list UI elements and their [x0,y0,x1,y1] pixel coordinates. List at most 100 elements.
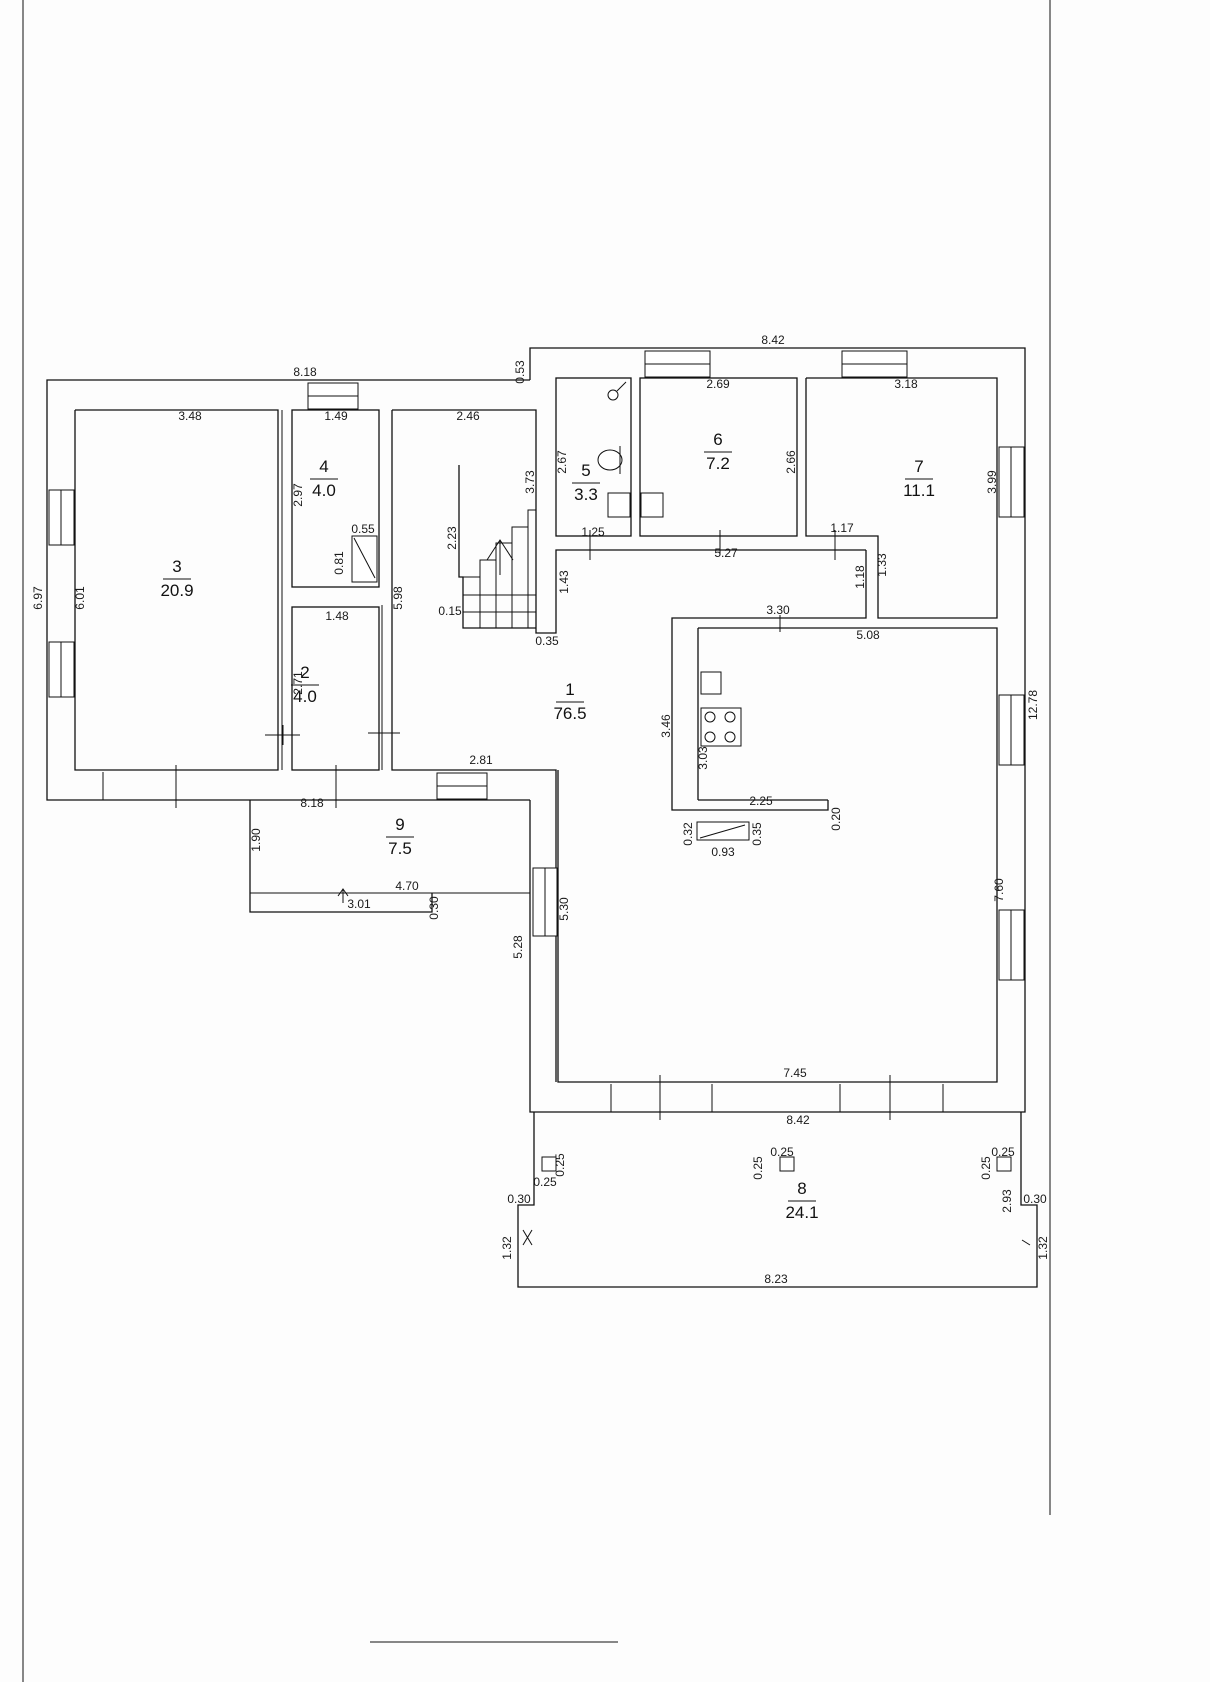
dimension-label: 2.46 [456,409,480,423]
dimension-label: 6.01 [73,586,87,610]
dimension-label: 8.18 [293,365,317,379]
dimension-label: 0.30 [1023,1192,1047,1206]
dimension-label: 0.30 [427,896,441,920]
room-area: 76.5 [553,704,586,723]
dimension-label: 2.23 [445,526,459,550]
dimension-label: 5.27 [714,546,738,560]
room-5-outline [555,377,632,537]
dimension-label: 0.25 [770,1145,794,1159]
room-label-6: 67.2 [704,430,732,473]
room-number: 6 [713,430,722,449]
dimension-label: 3.18 [894,377,918,391]
dimension-label: 1.48 [325,609,349,623]
windows [48,350,1025,1112]
room-number: 5 [581,461,590,480]
staircase [458,465,536,629]
dimension-label: 0.25 [553,1153,567,1177]
dimension-label: 2.81 [469,753,493,767]
room-label-3: 320.9 [160,557,193,600]
room-6-outline [639,377,798,537]
dimension-label: 1.25 [581,525,605,539]
room-8-outline [517,1112,1038,1288]
room-label-9: 97.5 [386,815,414,858]
sanitary-fixtures [337,381,1031,1246]
exterior-walls [46,347,1026,1113]
room-area: 4.0 [312,481,336,500]
dimension-label: 3.48 [178,409,202,423]
dimension-label: 0.35 [535,634,559,648]
dimension-label: 2.71 [291,671,305,695]
dimension-label: 3.46 [659,714,673,738]
dimension-labels: 8.18 0.53 8.42 3.48 1.49 2.46 2.69 3.18 6.97 6.01… [31,333,1050,1286]
dimension-label: 5.98 [391,586,405,610]
room-number: 9 [395,815,404,834]
dimension-label: 2.25 [749,794,773,808]
dimension-label: 0.25 [751,1156,765,1180]
room-number: 4 [319,457,328,476]
dimension-label: 2.97 [291,483,305,507]
dimension-label: 1.18 [853,565,867,589]
room-1-outline-upper [392,409,866,634]
dimension-label: 2.69 [706,377,730,391]
dimension-label: 0.35 [750,822,764,846]
room-label-5: 53.3 [572,461,600,504]
dimension-label: 0.15 [438,604,462,618]
dimension-label: 1.43 [557,570,571,594]
room-number: 7 [914,457,923,476]
room-label-4: 44.0 [310,457,338,500]
room-number: 2 [300,663,309,682]
dimension-label: 1.33 [875,553,889,577]
room-number: 3 [172,557,181,576]
dimension-label: 3.03 [696,746,710,770]
dimension-label: 7.60 [992,878,1006,902]
dimension-label: 0.81 [332,551,346,575]
dimension-label: 0.53 [513,360,527,384]
dimension-label: 0.25 [533,1175,557,1189]
dimension-label: 1.17 [830,521,854,535]
room-label-8: 824.1 [785,1179,818,1222]
dimension-label: 0.25 [979,1156,993,1180]
dimension-label: 0.32 [681,822,695,846]
room-label-2: 24.0 [291,663,319,706]
room-label-7: 711.1 [903,457,935,500]
room-7-outline [805,377,998,619]
dimension-label: 2.93 [1000,1189,1014,1213]
dimension-label: 2.66 [784,450,798,474]
room-9-outline [249,800,433,913]
dimension-label: 12.78 [1026,690,1040,720]
dimension-label: 1.49 [324,409,348,423]
dimension-label: 1.32 [1036,1236,1050,1260]
door-marks [175,410,891,1120]
dimension-label: 0.55 [351,522,375,536]
room-number: 8 [797,1179,806,1198]
room-area: 20.9 [160,581,193,600]
room-area: 4.0 [293,687,317,706]
dimension-label: 8.42 [786,1113,810,1127]
room-4-outline [291,409,380,588]
kitchen-partition [671,550,867,811]
room-1-outline-left [391,410,557,1082]
dimension-label: 4.70 [395,879,419,893]
dimension-label: 2.67 [555,450,569,474]
room-area: 3.3 [574,485,598,504]
dimension-label: 5.28 [511,935,525,959]
dimension-label: 0.25 [991,1145,1015,1159]
dimension-label: 8.23 [764,1272,788,1286]
room-label-1: 176.5 [553,680,586,723]
dimension-label: 3.30 [766,603,790,617]
room-number: 1 [565,680,574,699]
room-area: 7.5 [388,839,412,858]
dimension-label: 3.01 [347,897,371,911]
dimension-label: 5.30 [557,897,571,921]
dimension-label: 1.32 [500,1236,514,1260]
dimension-label: 6.97 [31,586,45,610]
room-area: 11.1 [903,481,935,500]
room-area: 7.2 [706,454,730,473]
dimension-label: 1.90 [249,828,263,852]
dimension-label: 8.42 [761,333,785,347]
dimension-label: 3.73 [523,470,537,494]
dimension-label: 3.99 [985,470,999,494]
room-area: 24.1 [785,1203,818,1222]
